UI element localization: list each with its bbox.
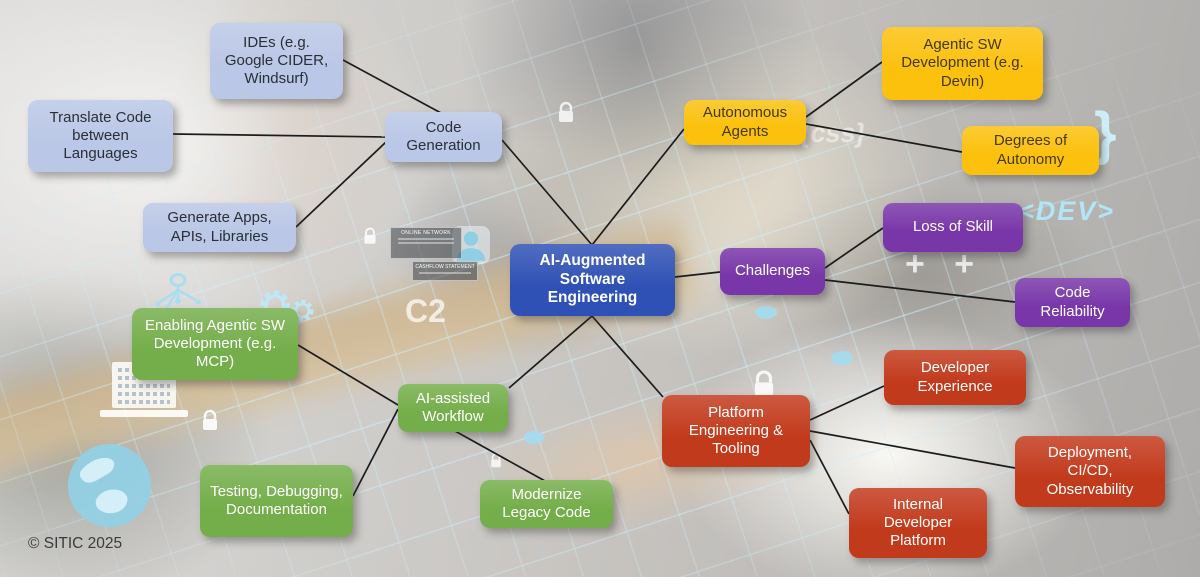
edge-platform-idp <box>809 439 850 515</box>
node-testing: Testing, Debugging, Documentation <box>200 465 353 537</box>
edge-center-platform <box>591 315 664 398</box>
copyright-text: © SITIC 2025 <box>28 535 123 552</box>
edge-challenges-reliability <box>824 279 1016 303</box>
edge-enabling-workflow <box>297 344 399 406</box>
node-enabling: Enabling Agentic SW Development (e.g. MC… <box>132 308 298 380</box>
node-codegen: Code Generation <box>385 112 502 162</box>
node-ides: IDEs (e.g. Google CIDER, Windsurf) <box>210 23 343 99</box>
node-agents: Autonomous Agents <box>684 100 806 145</box>
edge-platform-devexp <box>809 385 885 421</box>
edge-ides-codegen <box>342 59 442 114</box>
edge-workflow-modernize <box>454 430 546 482</box>
edge-agents-agentic <box>805 61 883 118</box>
edge-codegen-center <box>501 139 593 246</box>
node-deploy: Deployment, CI/CD, Observability <box>1015 436 1165 507</box>
edge-platform-deploy <box>809 430 1016 469</box>
edge-center-workflow <box>508 315 593 389</box>
node-loss: Loss of Skill <box>883 203 1023 252</box>
edge-center-agents <box>591 128 685 246</box>
node-reliability: Code Reliability <box>1015 278 1130 327</box>
online-network-panel: ONLINE NETWORK <box>390 227 462 259</box>
node-center: AI-Augmented Software Engineering <box>510 244 675 316</box>
node-translate: Translate Code between Languages <box>28 100 173 172</box>
node-devexp: Developer Experience <box>884 350 1026 405</box>
cashflow-label: CASHFLOW STATEMENT <box>415 264 475 270</box>
node-agentic: Agentic SW Development (e.g. Devin) <box>882 27 1043 100</box>
node-modernize: Modernize Legacy Code <box>480 480 613 528</box>
edge-agents-degrees <box>805 123 963 153</box>
node-platform: Platform Engineering & Tooling <box>662 395 810 467</box>
node-workflow: AI-assisted Workflow <box>398 384 508 432</box>
node-genapps: Generate Apps, APIs, Libraries <box>143 203 296 252</box>
edge-translate-codegen <box>172 133 386 138</box>
edge-workflow-testing <box>352 408 399 497</box>
node-idp: Internal Developer Platform <box>849 488 987 558</box>
node-challenges: Challenges <box>720 248 825 295</box>
edge-genapps-codegen <box>295 141 387 228</box>
online-network-label: ONLINE NETWORK <box>401 230 451 236</box>
edge-challenges-loss <box>824 227 884 269</box>
edge-center-challenges <box>674 271 721 278</box>
cashflow-panel: CASHFLOW STATEMENT <box>412 261 478 281</box>
node-degrees: Degrees of Autonomy <box>962 126 1099 175</box>
